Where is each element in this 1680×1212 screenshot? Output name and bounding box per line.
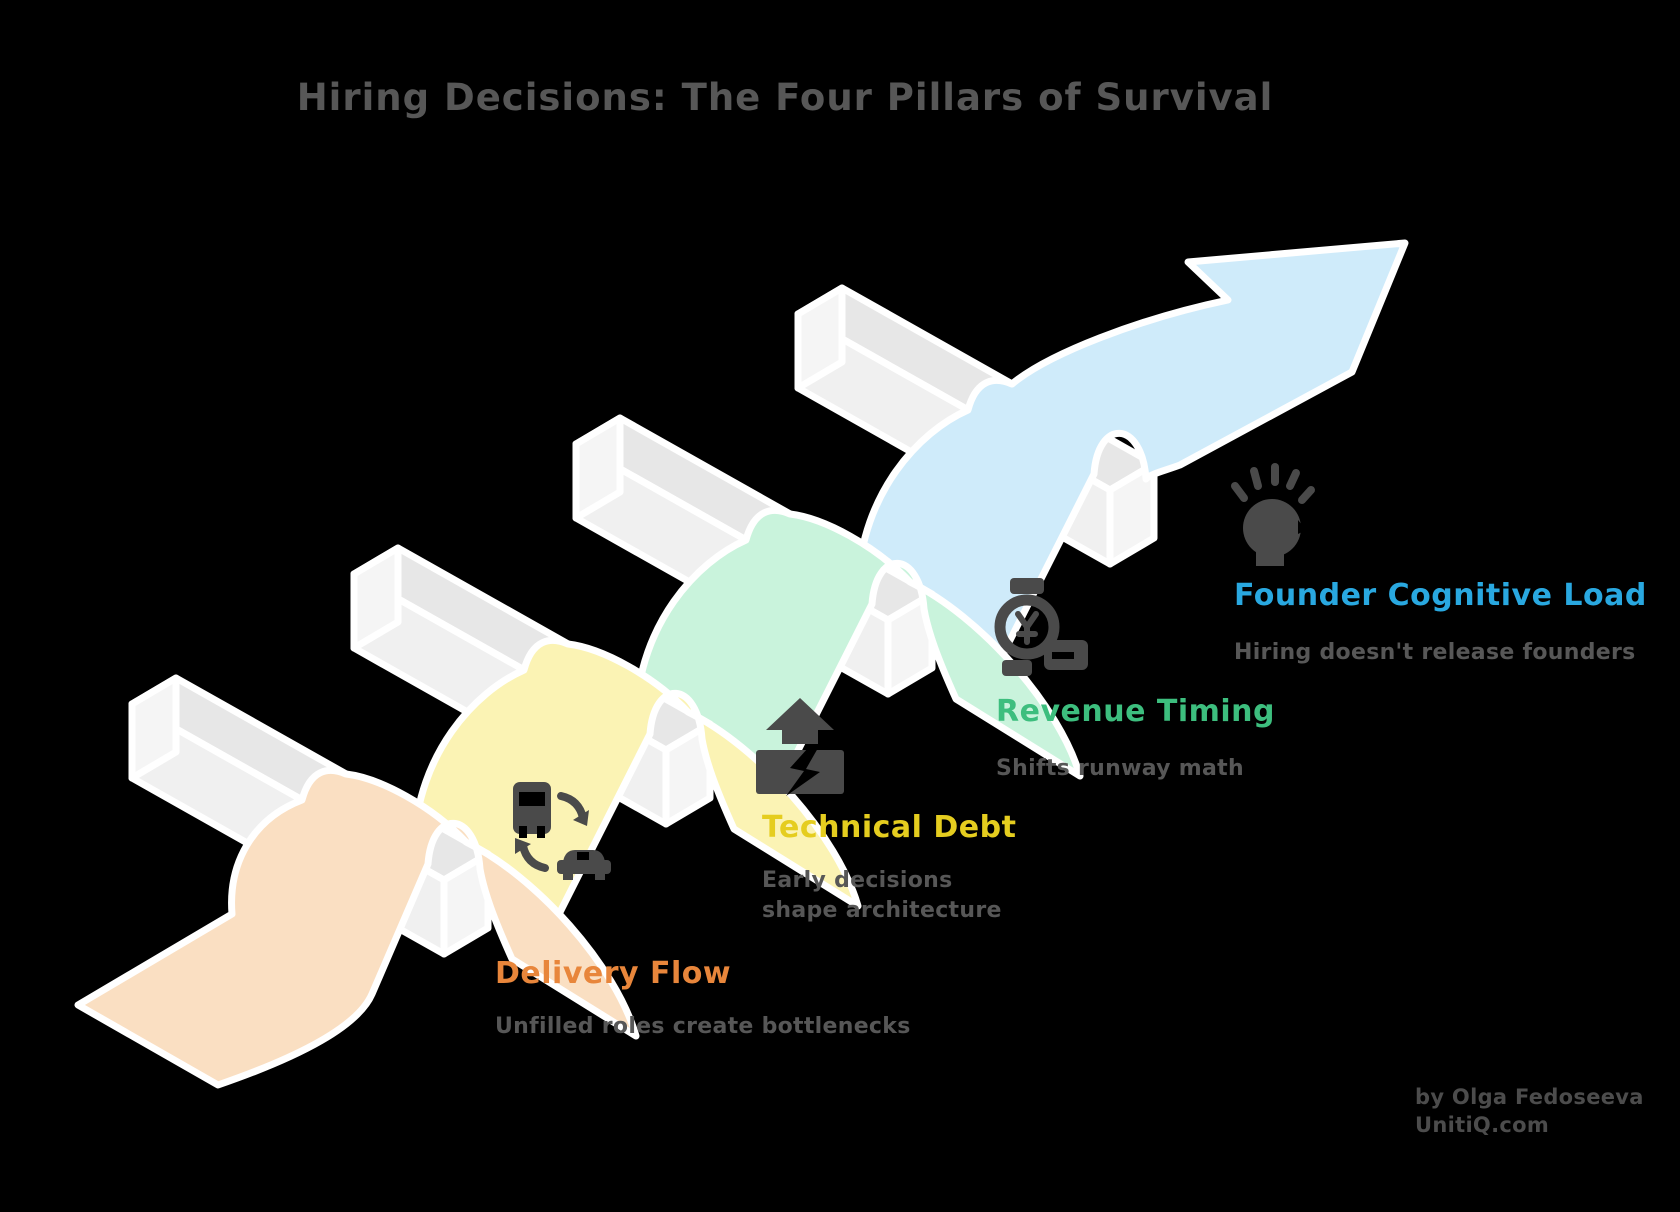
pillar-description-founder-cognitive-load: Hiring doesn't release founders [1234, 640, 1636, 665]
factory-lightning-icon [756, 698, 844, 796]
pillar-label-founder-cognitive-load: Founder Cognitive Load [1234, 578, 1647, 613]
attribution-site: UnitiQ.com [1415, 1113, 1550, 1138]
attribution: by Olga Fedoseeva UnitiQ.com [1415, 1083, 1644, 1140]
pillar-description-technical-debt: Early decisions shape architecture [762, 868, 1002, 923]
pillar-label-revenue-timing: Revenue Timing [996, 694, 1275, 729]
page-title: Hiring Decisions: The Four Pillars of Su… [296, 76, 1274, 119]
bus-car-cycle-icon [513, 782, 611, 880]
pillar-description-revenue-timing: Shifts runway math [996, 756, 1244, 781]
stressed-head-icon [1231, 463, 1315, 566]
pillar-label-delivery-flow: Delivery Flow [495, 956, 732, 991]
pillar-description-delivery-flow: Unfilled roles create bottlenecks [495, 1014, 911, 1039]
pillar-label-technical-debt: Technical Debt [762, 810, 1017, 845]
watch-payment-icon [994, 578, 1088, 676]
attribution-author: by Olga Fedoseeva [1415, 1085, 1644, 1109]
